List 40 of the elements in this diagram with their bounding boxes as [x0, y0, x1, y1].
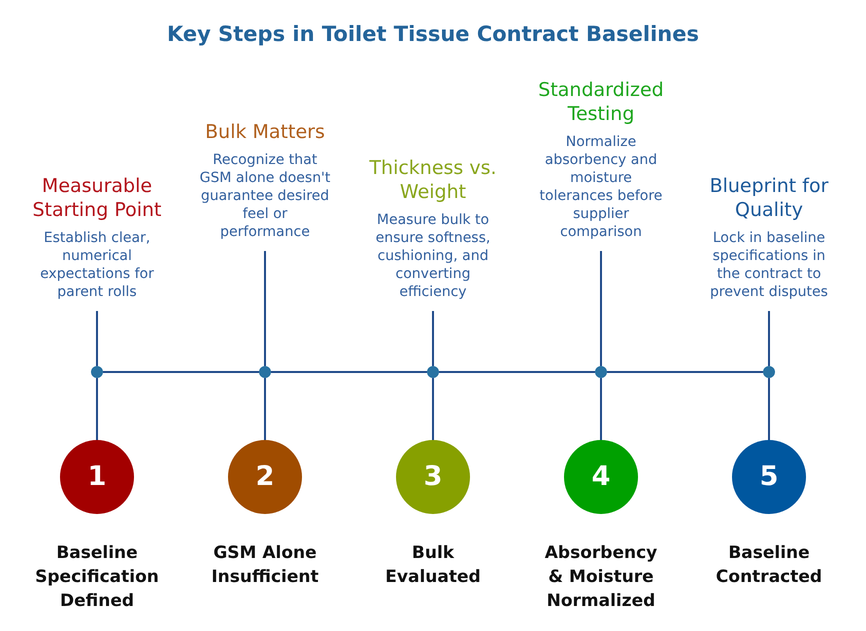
step-heading: Standardized Testing	[537, 78, 665, 126]
step-heading: Measurable Starting Point	[31, 174, 162, 222]
connector-line	[96, 311, 98, 366]
connector-line	[600, 378, 602, 440]
step-label: Bulk Evaluated	[384, 542, 482, 589]
connector-line	[264, 251, 266, 366]
diagram-title: Key Steps in Toilet Tissue Contract Baselines	[167, 21, 699, 48]
step-number-circle: 2	[228, 440, 302, 514]
connector-line	[600, 251, 602, 366]
timeline-dot	[259, 366, 271, 378]
connector-line	[607, 371, 763, 373]
step-description: Recognize that GSM alone doesn't guarantee desired feel or performance	[198, 151, 332, 241]
connector-line	[768, 378, 770, 440]
step-number-circle: 1	[60, 440, 134, 514]
step-description: Establish clear, numerical expectations for parent rolls	[39, 229, 155, 301]
step-number-circle: 5	[732, 440, 806, 514]
step-number-circle: 4	[564, 440, 638, 514]
connector-line	[768, 311, 770, 366]
step-label: Baseline Contracted	[714, 542, 824, 589]
timeline-dot	[427, 366, 439, 378]
step-number-circle: 3	[396, 440, 470, 514]
step-label: Baseline Specification Defined	[34, 542, 160, 613]
step-heading: Bulk Matters	[205, 120, 325, 144]
connector-line	[432, 311, 434, 366]
connector-line	[103, 371, 259, 373]
step-label: Absorbency & Moisture Normalized	[544, 542, 658, 613]
connector-line	[432, 378, 434, 440]
step-heading: Thickness vs. Weight	[368, 156, 498, 204]
connector-line	[96, 378, 98, 440]
step-heading: Blueprint for Quality	[708, 174, 830, 222]
step-description: Lock in baseline specifications in the contract to prevent disputes	[709, 229, 829, 301]
connector-line	[439, 371, 595, 373]
step-description: Measure bulk to ensure softness, cushioning, and converting efficiency	[374, 211, 492, 301]
connector-line	[271, 371, 427, 373]
step-description: Normalize absorbency and moisture tolerances before supplier comparison	[538, 133, 664, 241]
timeline-dot	[763, 366, 775, 378]
connector-line	[264, 378, 266, 440]
timeline-dot	[91, 366, 103, 378]
timeline-dot	[595, 366, 607, 378]
step-label: GSM Alone Insufficient	[210, 542, 320, 589]
